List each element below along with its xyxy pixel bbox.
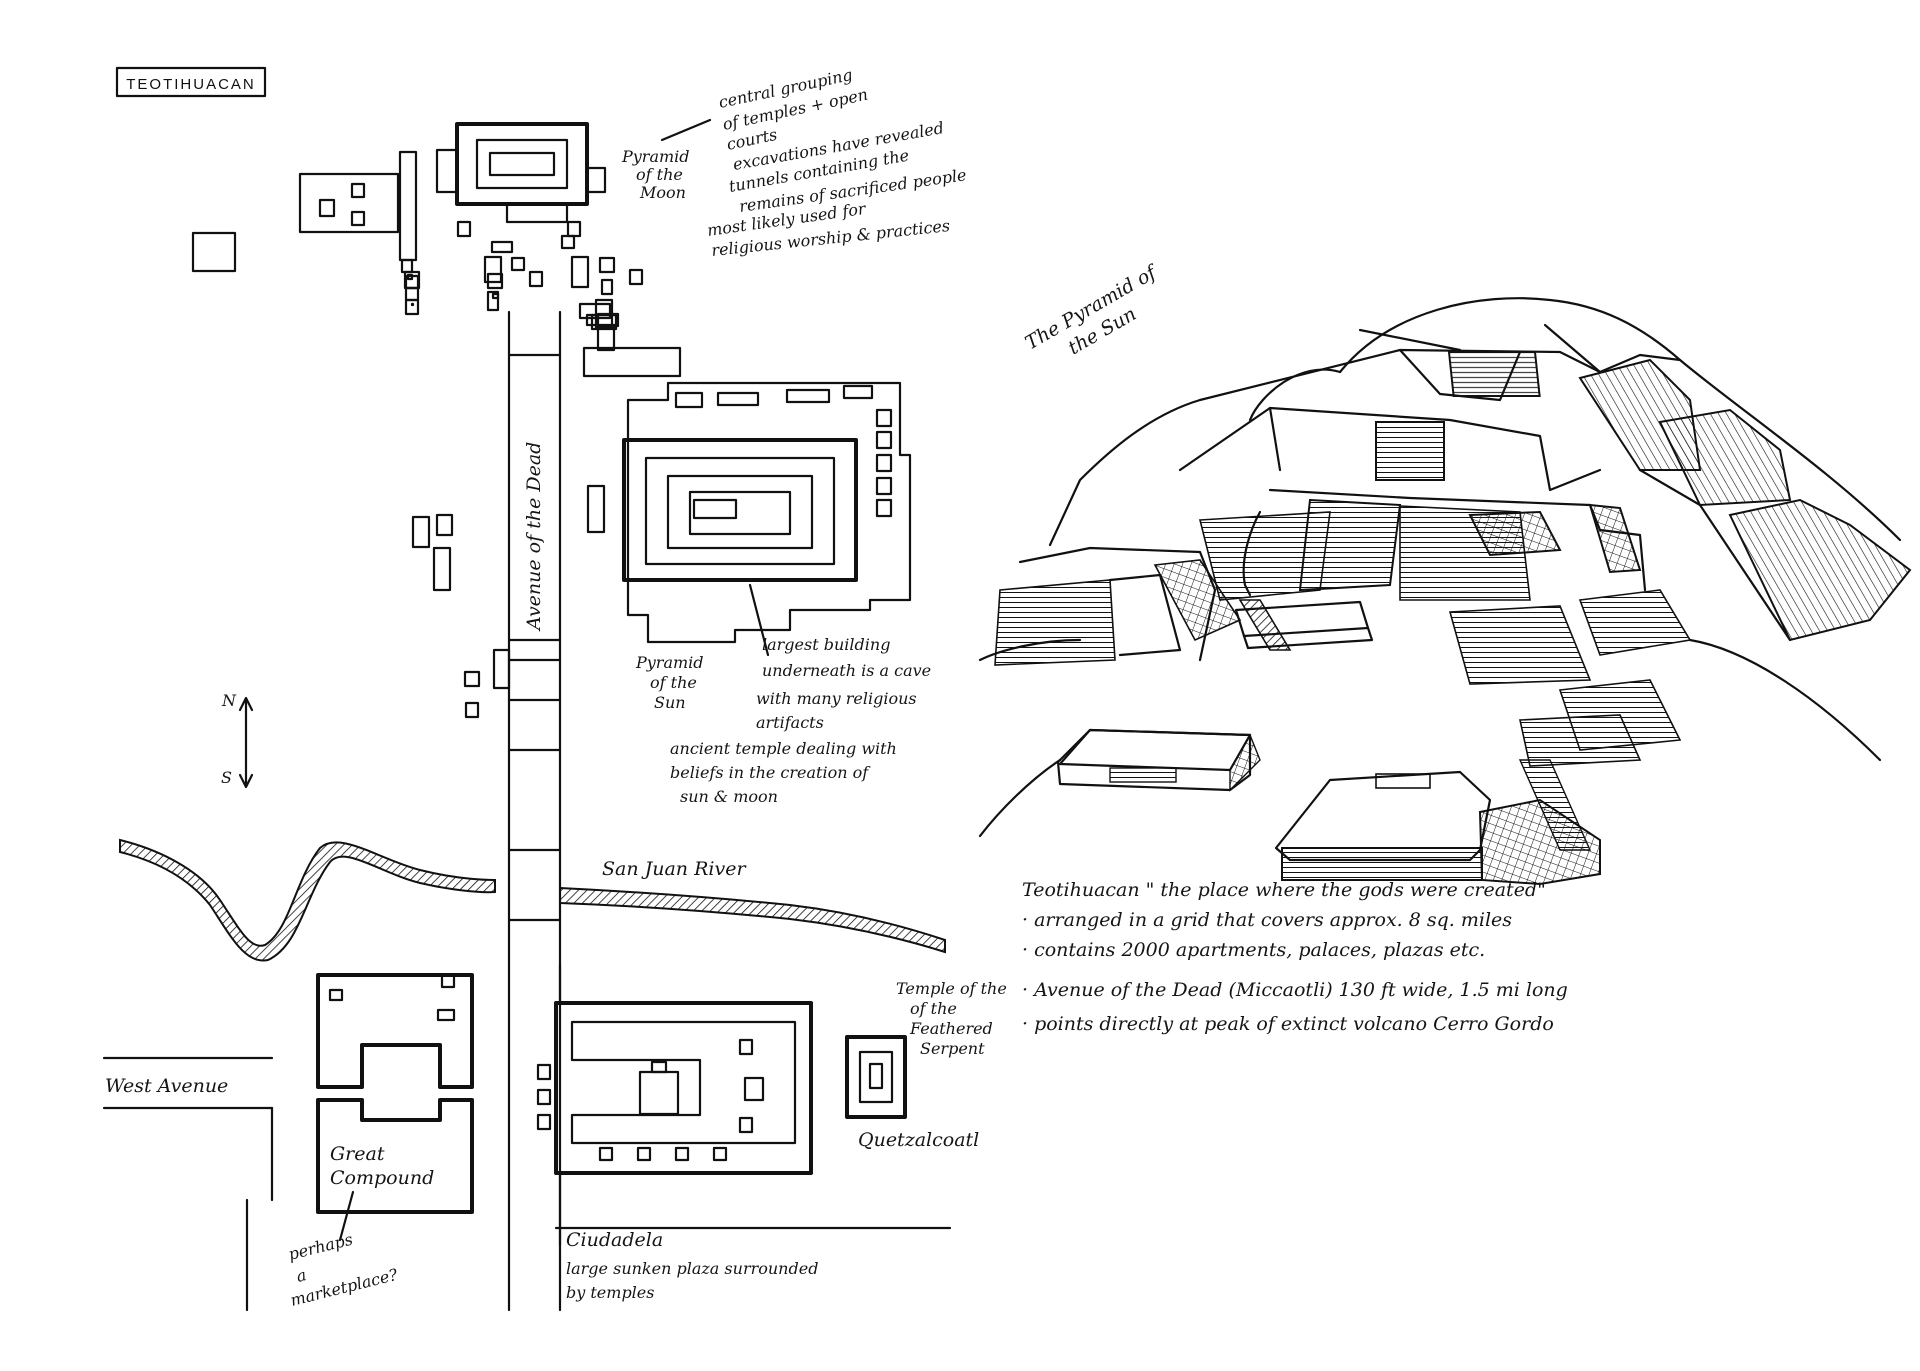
avenue-label: Avenue of the Dead [523, 442, 545, 632]
sun-annotations: Pyramid of the Sun largest building unde… [635, 583, 931, 806]
sketch-notes: Teotihuacan " the place where the gods w… [1022, 879, 1568, 1035]
sun-note-6: beliefs in the creation of [670, 763, 871, 782]
great-compound-label-1: Great [330, 1143, 385, 1165]
ciudadela-note-1: large sunken plaza surrounded [566, 1259, 818, 1278]
sun-note-3: with many religious [756, 689, 917, 708]
title-box: TEOTIHUACAN [115, 66, 267, 98]
compass: N S [221, 691, 254, 789]
moon-annotations: Pyramid of the Moon central grouping of … [621, 65, 968, 260]
great-compound-label-2: Compound [330, 1167, 434, 1189]
sun-label-1: Pyramid [635, 653, 704, 672]
sun-note-7: sun & moon [680, 787, 778, 806]
sketch-note-1: Teotihuacan " the place where the gods w… [1022, 879, 1546, 901]
compass-south: S [221, 768, 232, 787]
great-compound: West Avenue Great Compound perhaps a mar… [102, 973, 474, 1312]
sketch-note-4: · Avenue of the Dead (Miccaotli) 130 ft … [1022, 979, 1568, 1001]
sketch-note-2: · arranged in a grid that covers approx.… [1022, 909, 1512, 931]
pyramid-sketch: The Pyramid of the Sun [978, 260, 1912, 886]
moon-label-1: Pyramid [621, 147, 690, 166]
west-buildings [411, 513, 481, 719]
sun-note-1: largest building [762, 635, 890, 654]
san-juan-river: San Juan River [119, 838, 946, 962]
west-avenue-label: West Avenue [105, 1075, 228, 1097]
moon-label-3: Moon [639, 183, 686, 202]
temple-label-2: of the [910, 999, 957, 1018]
sketch-note-3: · contains 2000 apartments, palaces, pla… [1022, 939, 1485, 961]
river-label: San Juan River [602, 858, 747, 880]
ciudadela: Ciudadela large sunken plaza surrounded … [536, 963, 952, 1302]
temple-feathered-serpent: Temple of the of the Feathered Serpent Q… [845, 979, 1007, 1151]
ciudadela-note-2: by temples [566, 1283, 654, 1302]
sun-note-2: underneath is a cave [762, 661, 931, 680]
great-compound-note-1: perhaps [286, 1230, 354, 1264]
moon-complex [191, 122, 682, 378]
map-title: TEOTIHUACAN [126, 76, 256, 93]
sun-label-2: of the [650, 673, 697, 692]
sun-note-5: ancient temple dealing with [670, 739, 897, 758]
sun-pyramid-plan [586, 381, 912, 644]
moon-label-2: of the [636, 165, 683, 184]
temple-label-4: Serpent [920, 1039, 985, 1058]
sun-note-4: artifacts [756, 713, 824, 732]
quetzalcoatl-label: Quetzalcoatl [858, 1129, 979, 1151]
great-compound-note-2: a [294, 1265, 308, 1286]
avenue-of-the-dead: Avenue of the Dead [492, 310, 562, 1312]
temple-label-3: Feathered [909, 1019, 993, 1038]
sun-label-3: Sun [654, 693, 686, 712]
compass-north: N [221, 691, 237, 710]
sketch-note-5: · points directly at peak of extinct vol… [1022, 1013, 1554, 1035]
ciudadela-label: Ciudadela [566, 1229, 663, 1251]
temple-label-1: Temple of the [896, 979, 1007, 998]
